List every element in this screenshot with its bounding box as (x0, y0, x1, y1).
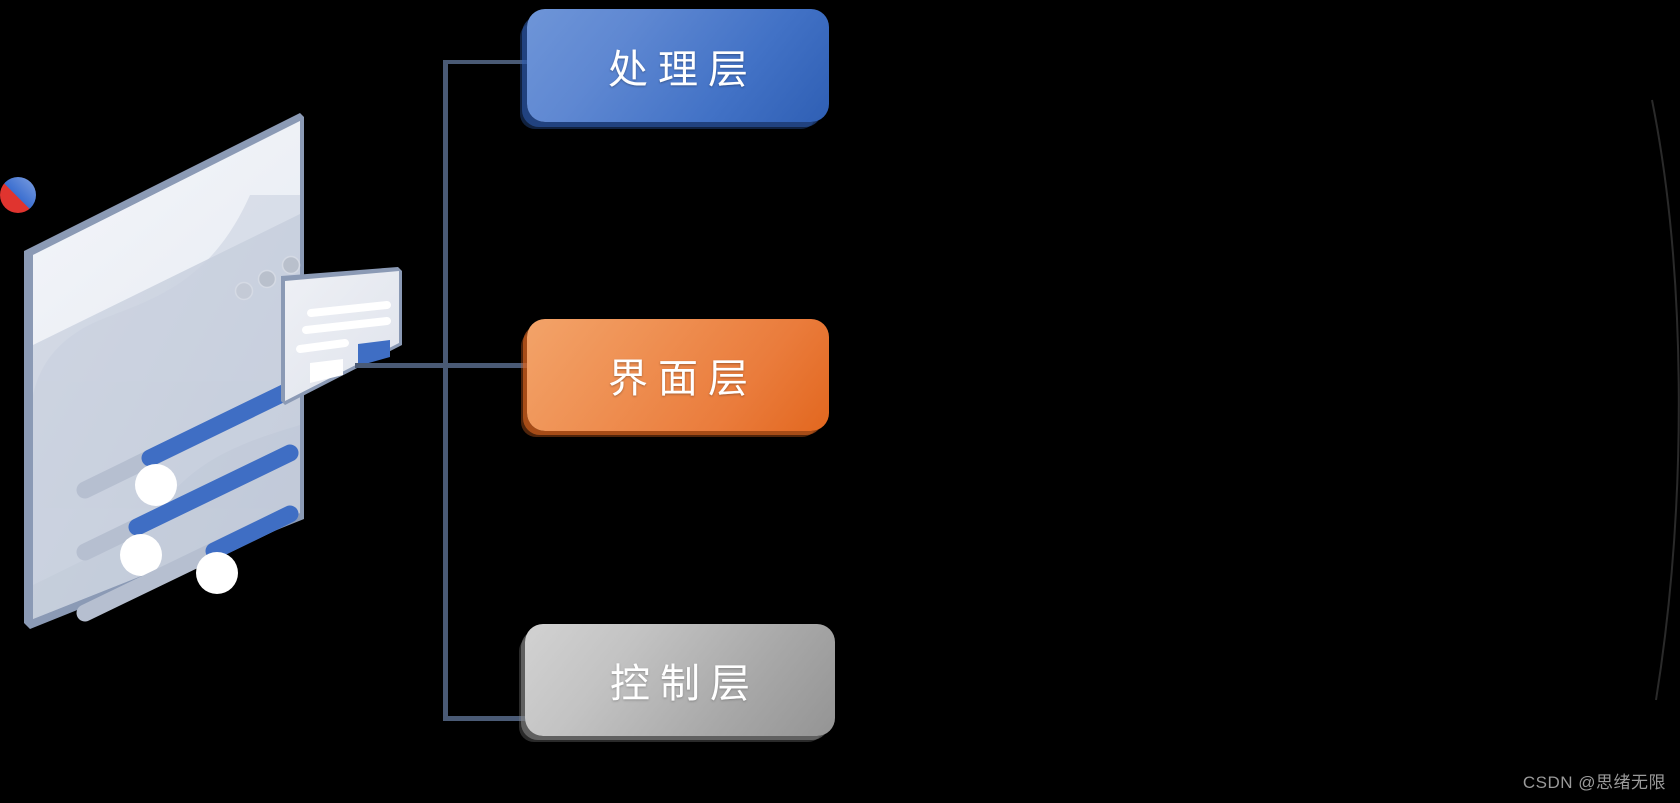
node-label-control: 控制层 (610, 661, 760, 706)
floating-card (281, 267, 402, 405)
connector-vertical-trunk (443, 60, 448, 721)
slider-knob (196, 552, 238, 594)
slider-group (76, 381, 299, 622)
decorative-sphere (0, 177, 36, 213)
node-label-process: 处理层 (608, 46, 758, 92)
connector-branch-middle (355, 363, 537, 368)
decorative-arc (1651, 99, 1680, 701)
ui-settings-window-illustration (0, 95, 430, 640)
connector-branch-bottom (443, 716, 535, 721)
slider-knob (135, 464, 177, 506)
window-dots (234, 255, 301, 301)
window-frame (24, 113, 304, 629)
node-label-interface: 界面层 (608, 356, 758, 401)
node-interface-layer[interactable]: 界面层 (527, 319, 829, 431)
node-process-layer[interactable]: 处理层 (527, 9, 829, 122)
csdn-watermark: CSDN @思绪无限 (1522, 773, 1666, 792)
connector-branch-top (443, 60, 535, 64)
node-control-layer[interactable]: 控制层 (525, 624, 835, 736)
slider-knob (120, 534, 162, 576)
